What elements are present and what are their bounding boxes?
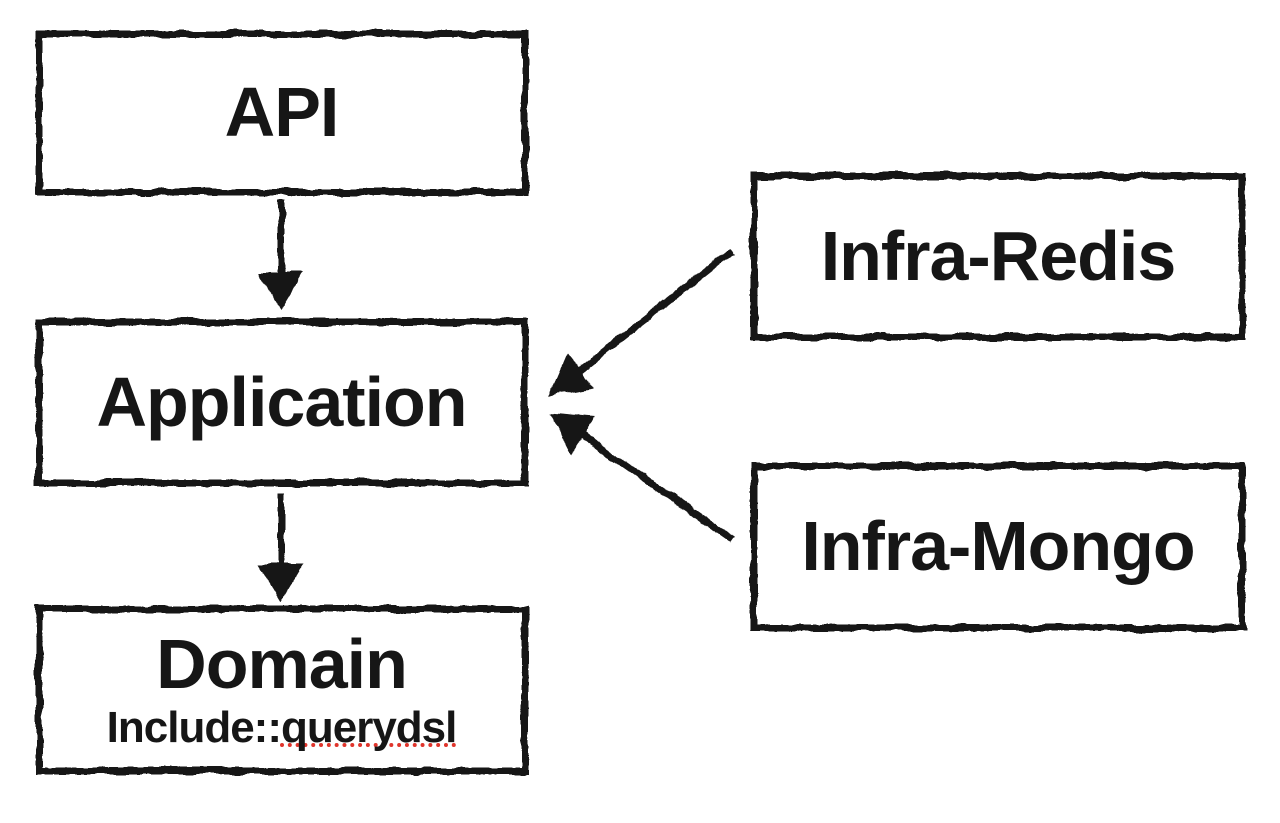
node-domain-sublabel: Include::querydsl	[106, 702, 458, 752]
node-infra-redis-label: Infra-Redis	[820, 216, 1177, 295]
application-box-border	[35, 318, 529, 487]
arrow-infra-redis-to-application-shaft	[575, 248, 734, 376]
node-infra-redis: Infra-Redis	[750, 172, 1246, 341]
node-infra-mongo: Infra-Mongo	[750, 462, 1246, 632]
arrow-application-to-domain-head-icon	[258, 564, 304, 602]
arrow-api-to-application-head-icon	[258, 272, 304, 310]
node-domain-label: Domain	[156, 625, 408, 704]
arrow-infra-redis-to-application-head-icon	[549, 354, 594, 396]
api-box-border	[35, 30, 529, 196]
arrow-infra-mongo-to-application-head-icon	[550, 413, 595, 454]
node-domain-sublabel-prefix: Include::	[106, 702, 282, 752]
node-application: Application	[35, 318, 528, 487]
node-application-label: Application	[96, 362, 467, 441]
infra-redis-box-border	[750, 172, 1246, 341]
node-api: API	[35, 30, 528, 196]
infra-mongo-box-border	[750, 462, 1246, 632]
node-infra-mongo-label: Infra-Mongo	[801, 507, 1195, 586]
domain-box-border	[35, 605, 529, 775]
spellcheck-flagged-text: querydsl	[280, 702, 457, 752]
arrow-infra-mongo-to-application-shaft	[580, 432, 735, 543]
node-api-label: API	[224, 73, 340, 152]
node-domain: Domain Include::querydsl	[35, 605, 528, 775]
